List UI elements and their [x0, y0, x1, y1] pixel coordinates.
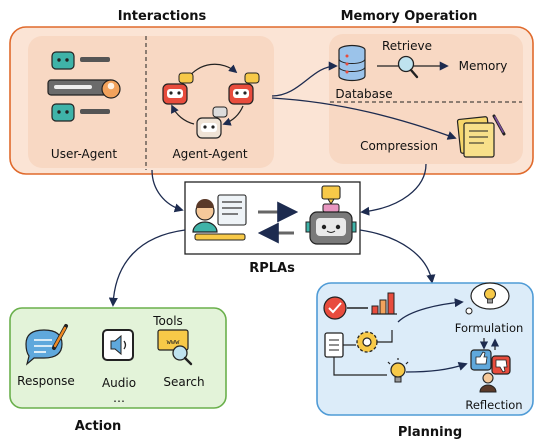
audio-icon — [102, 329, 134, 361]
label-search: Search — [163, 375, 204, 389]
planning-icons — [323, 292, 409, 383]
heading-rplas: RPLAs — [249, 261, 295, 276]
label-compression: Compression — [360, 139, 438, 153]
svg-text:www: www — [167, 338, 180, 346]
interactions-to-database-arrow — [271, 61, 338, 97]
label-ellipsis: … — [113, 391, 125, 405]
label-user-agent: User-Agent — [51, 147, 117, 161]
label-response: Response — [17, 374, 75, 388]
heading-action: Action — [75, 419, 122, 434]
user-agent-icon — [47, 51, 121, 122]
agent-agent-icon — [162, 63, 260, 139]
label-database: Database — [335, 87, 392, 101]
memory-to-rplas-arrow — [360, 163, 427, 216]
thought-bubble-icon — [465, 282, 510, 315]
rplas-box — [184, 181, 361, 255]
label-tools: Tools — [152, 314, 183, 328]
magnifier-icon — [397, 55, 419, 79]
response-icon — [25, 324, 68, 366]
planning-to-reflection-arrow — [405, 361, 468, 373]
label-memory: Memory — [459, 59, 508, 73]
interactions-to-compression-arrow — [271, 97, 457, 140]
search-tool-icon: www — [157, 329, 193, 366]
label-reflection: Reflection — [465, 398, 522, 412]
notes-icon — [456, 114, 506, 158]
label-audio: Audio — [102, 376, 136, 390]
label-agent-agent: Agent-Agent — [172, 147, 247, 161]
heading-planning: Planning — [398, 425, 462, 440]
planning-panel — [316, 282, 534, 416]
reflection-icon — [470, 338, 511, 393]
rplas-to-planning-arrow — [359, 229, 436, 284]
label-formulation: Formulation — [455, 321, 524, 335]
heading-interactions: Interactions — [118, 9, 207, 24]
rplas-to-action-arrow — [108, 229, 186, 307]
label-retrieve: Retrieve — [382, 39, 432, 53]
database-icon — [338, 44, 366, 82]
heading-memory-operation: Memory Operation — [341, 9, 478, 24]
interactions-to-rplas-arrow — [151, 169, 184, 213]
planning-to-formulation-arrow — [397, 298, 464, 323]
